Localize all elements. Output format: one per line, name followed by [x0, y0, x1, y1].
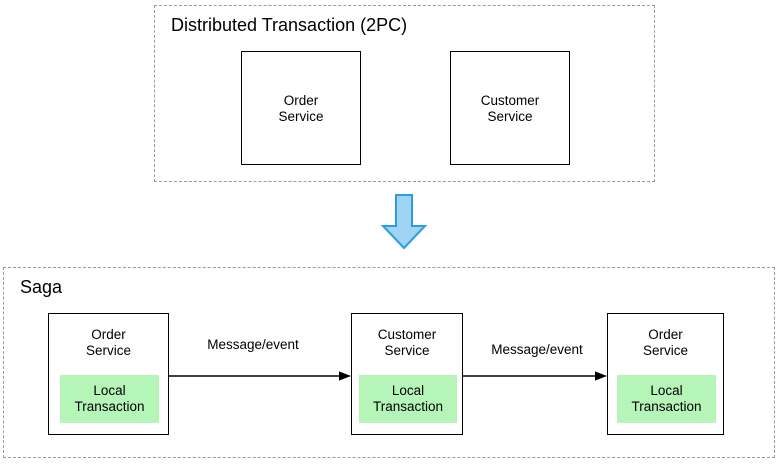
saga-local-transaction-label-1: Local Transaction — [74, 383, 145, 414]
saga-connector-arrow-2 — [463, 369, 608, 383]
saga-local-transaction-chip-2: Local Transaction — [359, 375, 457, 423]
saga-local-transaction-label-3: Local Transaction — [631, 383, 702, 414]
saga-group-title: Saga — [20, 277, 63, 297]
saga-order-service-label-2: Order Service — [642, 327, 688, 358]
two-pc-customer-service-box[interactable]: Customer Service — [450, 51, 570, 165]
saga-connector-label-2: Message/event — [491, 342, 583, 357]
saga-customer-service-label: Customer Service — [377, 327, 437, 358]
saga-local-transaction-chip-1: Local Transaction — [60, 375, 159, 423]
saga-connector-label-1: Message/event — [207, 337, 299, 352]
two-pc-group-container — [154, 5, 655, 182]
two-pc-group-title: Distributed Transaction (2PC) — [171, 15, 408, 35]
saga-order-service-box-2[interactable]: Order Service Local Transaction — [607, 313, 724, 435]
saga-customer-service-box[interactable]: Customer Service Local Transaction — [351, 313, 463, 435]
saga-local-transaction-label-2: Local Transaction — [372, 383, 444, 414]
two-pc-order-service-label: Order Service — [278, 93, 324, 124]
down-arrow-icon — [381, 194, 427, 250]
saga-order-service-box-1[interactable]: Order Service Local Transaction — [48, 313, 169, 435]
two-pc-customer-service-label: Customer Service — [480, 93, 540, 124]
saga-connector-arrow-1 — [169, 369, 352, 383]
saga-group-container — [3, 267, 775, 458]
saga-local-transaction-chip-3: Local Transaction — [617, 375, 716, 423]
saga-order-service-label-1: Order Service — [85, 327, 131, 358]
two-pc-order-service-box[interactable]: Order Service — [241, 51, 361, 165]
